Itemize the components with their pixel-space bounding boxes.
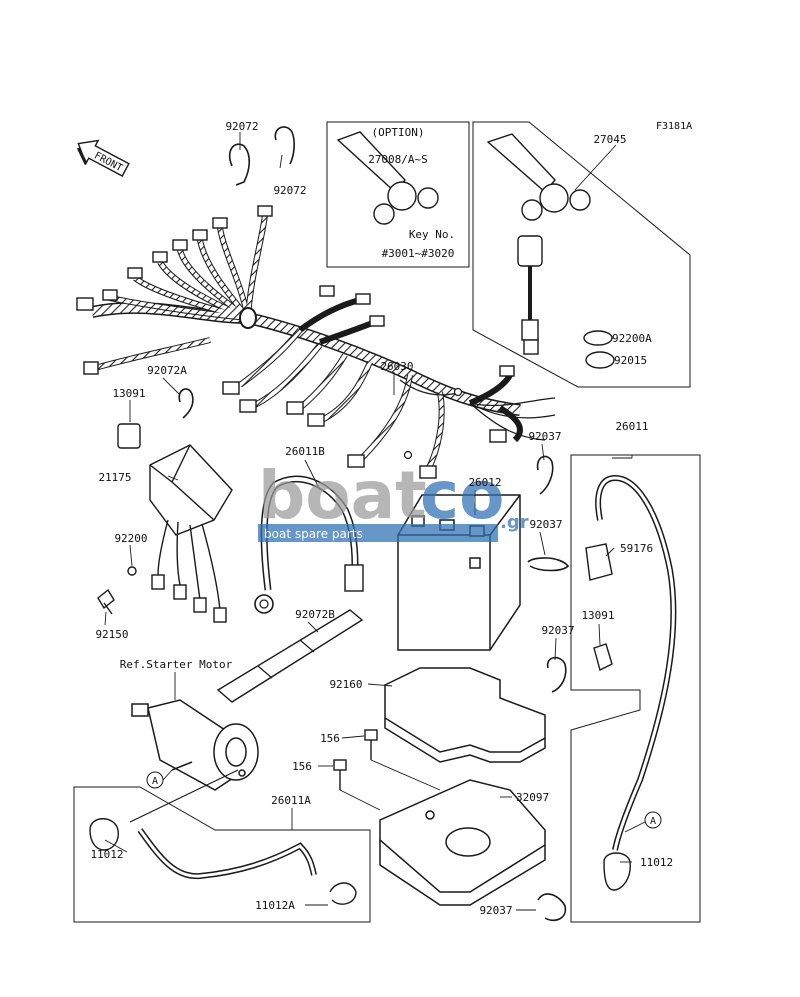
ref-starter-motor-label: Ref.Starter Motor: [120, 658, 233, 671]
option-title: (OPTION): [372, 126, 425, 139]
wiring-harness-drawing: [76, 205, 556, 479]
part-label-11012-b: 11012: [640, 856, 673, 869]
starter-cable-box: [73, 786, 371, 923]
part-label-26011a: 26011A: [271, 794, 311, 807]
part-label-26011: 26011: [615, 420, 648, 433]
part-label-156-a: 156: [320, 732, 340, 745]
part-label-92150: 92150: [95, 628, 128, 641]
battery-tray-drawing: [379, 779, 546, 906]
watermark-tld: .gr: [500, 512, 529, 533]
part-label-92160: 92160: [329, 678, 362, 691]
part-label-156-b: 156: [292, 760, 312, 773]
watermark-brand-b: co: [420, 457, 504, 534]
part-label-13091-a: 13091: [112, 387, 145, 400]
watermark-brand-a: boat: [258, 457, 427, 534]
part-label-92037-d: 92037: [479, 904, 512, 917]
part-label-59176: 59176: [620, 542, 653, 555]
part-label-92015: 92015: [614, 354, 647, 367]
option-box: [326, 121, 470, 268]
part-label-21175: 21175: [98, 471, 131, 484]
part-label-32097: 32097: [516, 791, 549, 804]
regulator-drawing: [97, 444, 233, 623]
cable-26011a-drawing: [89, 769, 357, 905]
option-key-label: Key No.: [409, 228, 455, 241]
option-key-range: #3001~#3020: [382, 247, 455, 260]
cap-13091-b-drawing: [593, 643, 613, 672]
part-label-27045: 27045: [593, 133, 626, 146]
watermark-tagline: boat spare parts: [264, 527, 363, 541]
part-label-92200: 92200: [114, 532, 147, 545]
part-label-26012: 26012: [468, 476, 501, 489]
part-label-92072-a: 92072: [225, 120, 258, 133]
figure-code: F3181A: [656, 121, 692, 132]
part-label-92072-b: 92072: [273, 184, 306, 197]
part-label-92200a: 92200A: [612, 332, 652, 345]
leader-lines: [104, 132, 646, 911]
part-label-26011b: 26011B: [285, 445, 325, 458]
cable-26011-drawing: [585, 474, 677, 891]
callout-a-cable: A: [650, 816, 656, 827]
callout-a-starter: A: [152, 776, 158, 787]
part-label-92037-c: 92037: [541, 624, 574, 637]
front-arrow-icon: FRONT: [76, 139, 130, 177]
ignition-switch-option-drawing: [336, 131, 439, 225]
part-label-92072b: 92072B: [295, 608, 335, 621]
option-part-number: 27008/A~S: [368, 153, 428, 166]
watermark-logo: boat co .gr boat spare parts: [258, 457, 529, 542]
bolt-156-drawing: [333, 729, 378, 790]
starter-motor-drawing: [131, 699, 259, 791]
part-label-11012a: 11012A: [255, 899, 295, 912]
cap-13091-drawing: [117, 423, 141, 449]
part-label-13091-b: 13091: [581, 609, 614, 622]
ignition-switch-box: [472, 121, 691, 388]
ignition-switch-drawing: [486, 133, 615, 369]
part-label-26030: 26030: [380, 360, 413, 373]
hose-band-drawing: [178, 126, 570, 922]
battery-cable-box: [570, 454, 701, 923]
part-label-11012-a: 11012: [90, 848, 123, 861]
part-label-92037-b: 92037: [529, 518, 562, 531]
band-92072b-drawing: [216, 609, 364, 703]
part-label-92072a: 92072A: [147, 364, 187, 377]
pad-92160-drawing: [384, 667, 546, 763]
part-label-92037-a: 92037: [528, 430, 561, 443]
